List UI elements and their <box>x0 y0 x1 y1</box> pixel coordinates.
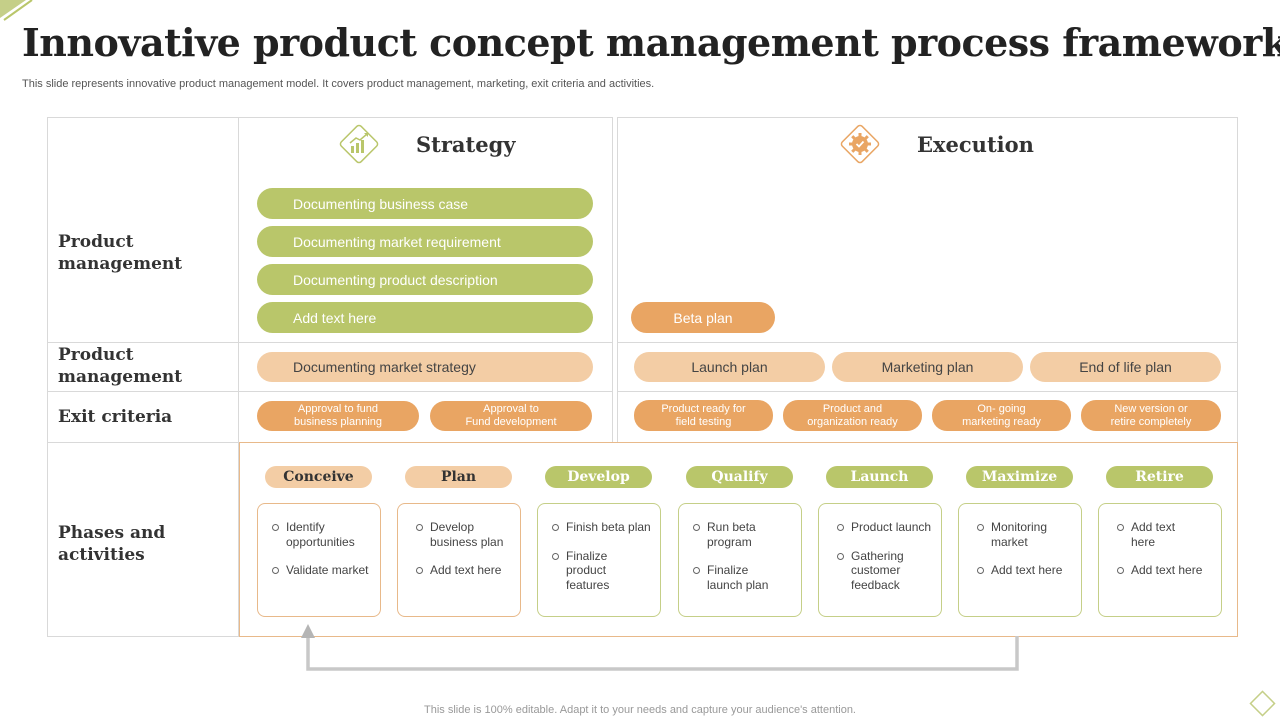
grid-line <box>617 117 1238 118</box>
phase-header-develop: Develop <box>545 466 652 488</box>
column-header-execution: Execution <box>917 132 1034 157</box>
phase-card-plan: Develop business plan Add text here <box>397 503 521 617</box>
phase-card-conceive: Identify opportunities Validate market <box>257 503 381 617</box>
grid-line <box>617 342 1238 343</box>
grid-line <box>47 117 613 118</box>
row-label-phases-activities: Phases and activities <box>58 523 166 565</box>
marketing-strategy-pill: Documenting market strategy <box>257 352 593 382</box>
phase-header-maximize: Maximize <box>966 466 1073 488</box>
marketing-plan-pill: Marketing plan <box>832 352 1023 382</box>
activity-item: Run beta program <box>693 520 797 549</box>
page-subtitle: This slide represents innovative product… <box>22 78 655 90</box>
phase-card-develop: Finish beta plan Finalize product featur… <box>537 503 661 617</box>
activity-item: Product launch <box>837 520 937 535</box>
growth-chart-icon <box>339 124 379 164</box>
strategy-item-add-text: Add text here <box>257 302 593 333</box>
grid-line <box>1237 117 1238 442</box>
row-label-product-management: Product management <box>58 232 183 274</box>
grid-line <box>238 117 239 637</box>
activity-item: Add text here <box>1117 520 1177 549</box>
row-label-exit-criteria: Exit criteria <box>58 407 173 427</box>
activity-item: Add text here <box>1117 563 1217 578</box>
phase-header-launch: Launch <box>826 466 933 488</box>
phase-header-retire: Retire <box>1106 466 1213 488</box>
gear-check-icon <box>840 124 880 164</box>
launch-plan-pill: Launch plan <box>634 352 825 382</box>
strategy-item-product-description: Documenting product description <box>257 264 593 295</box>
grid-line <box>47 442 239 443</box>
feedback-loop-arrow <box>301 624 1019 671</box>
activity-item: Add text here <box>416 563 516 578</box>
phases-container <box>239 442 1238 637</box>
grid-line <box>47 117 48 637</box>
activity-item: Identify opportunities <box>272 520 355 549</box>
activity-item: Gathering customer feedback <box>837 549 909 593</box>
activity-item: Finalize product features <box>552 549 632 593</box>
page-title: Innovative product concept management pr… <box>22 20 1280 65</box>
phase-card-launch: Product launch Gathering customer feedba… <box>818 503 942 617</box>
activity-item: Finalize launch plan <box>693 563 773 592</box>
row-label-product-management-marketing: Product management <box>58 345 183 387</box>
execution-item-beta-plan: Beta plan <box>631 302 775 333</box>
strategy-item-market-requirement: Documenting market requirement <box>257 226 593 257</box>
end-of-life-plan-pill: End of life plan <box>1030 352 1221 382</box>
column-header-strategy: Strategy <box>416 132 516 157</box>
grid-line <box>47 636 239 637</box>
grid-line <box>612 117 613 442</box>
grid-line <box>47 342 613 343</box>
phase-card-retire: Add text here Add text here <box>1098 503 1222 617</box>
phase-header-conceive: Conceive <box>265 466 372 488</box>
corner-decoration-top-left <box>0 0 33 21</box>
phase-card-qualify: Run beta program Finalize launch plan <box>678 503 802 617</box>
grid-line <box>617 117 618 442</box>
activity-item: Add text here <box>977 563 1077 578</box>
activity-item: Develop business plan <box>416 520 511 549</box>
activity-item: Validate market <box>272 563 376 578</box>
activity-item: Finish beta plan <box>552 520 656 535</box>
grid-line <box>47 391 613 392</box>
phase-header-qualify: Qualify <box>686 466 793 488</box>
strategy-item-business-case: Documenting business case <box>257 188 593 219</box>
phase-card-maximize: Monitoring market Add text here <box>958 503 1082 617</box>
corner-decoration-bottom-right <box>1249 690 1276 717</box>
activity-item: Monitoring market <box>977 520 1049 549</box>
phase-header-plan: Plan <box>405 466 512 488</box>
grid-line <box>617 391 1238 392</box>
footer-note: This slide is 100% editable. Adapt it to… <box>424 704 856 716</box>
